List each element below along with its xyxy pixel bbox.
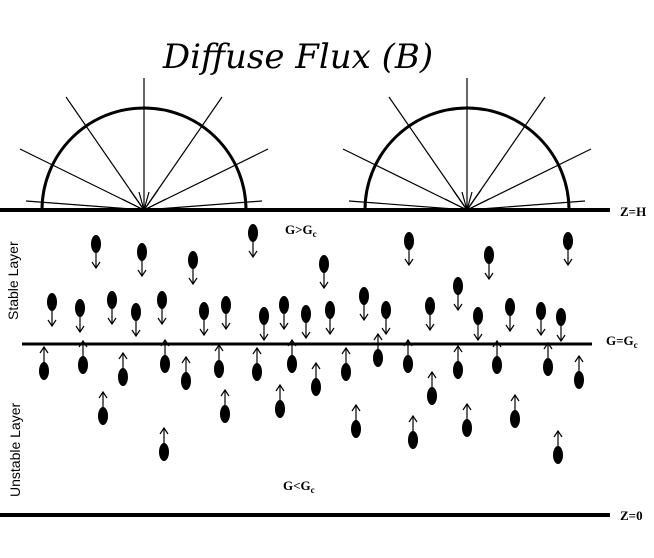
organism-ascending <box>553 429 563 464</box>
organism-descending <box>188 251 198 286</box>
hemisphere-left <box>19 78 269 211</box>
organism-descending <box>131 303 141 338</box>
boundary-label-bottom: Z=0 <box>620 508 643 523</box>
boundary-label-top: Z=H <box>620 204 646 219</box>
lower-condition-label: G<Gc <box>283 478 315 495</box>
organism-descending <box>453 277 463 312</box>
organism-ascending <box>214 343 224 378</box>
organism-descending <box>404 232 414 267</box>
organism-ascending <box>311 361 321 396</box>
organism-descending <box>505 298 515 333</box>
organism-descending <box>381 301 391 336</box>
organism-descending <box>319 255 329 290</box>
organism-ascending <box>118 351 128 386</box>
organism-ascending <box>453 344 463 379</box>
organism-descending <box>199 302 209 337</box>
organism-ascending <box>39 345 49 380</box>
organism-descending <box>248 224 258 259</box>
organism-descending <box>259 307 269 342</box>
organism-ascending <box>492 339 502 374</box>
organism-descending <box>536 302 546 337</box>
organism-ascending <box>220 388 230 423</box>
organism-descending <box>301 305 311 340</box>
organism-descending <box>563 232 573 267</box>
organism-ascending <box>78 339 88 374</box>
organism-descending <box>47 293 57 328</box>
organism-descending <box>556 308 566 343</box>
organism-ascending <box>160 338 170 373</box>
organisms-group <box>39 224 584 464</box>
organism-descending <box>484 246 494 281</box>
upper-condition-label: G>Gc <box>285 222 317 239</box>
organism-ascending <box>427 370 437 405</box>
organism-ascending <box>373 332 383 367</box>
boundary-label-critical: G=Gc <box>606 333 638 350</box>
stable-layer-label: Stable Layer <box>5 241 21 320</box>
diagram-title: Diffuse Flux (B) <box>162 37 433 77</box>
organism-ascending <box>574 354 584 389</box>
organism-ascending <box>408 414 418 449</box>
organism-ascending <box>181 355 191 390</box>
organism-descending <box>157 291 167 326</box>
organism-ascending <box>403 338 413 373</box>
organism-descending <box>425 297 435 332</box>
hemisphere-right <box>342 78 592 211</box>
organism-ascending <box>351 403 361 438</box>
organism-ascending <box>252 346 262 381</box>
unstable-layer-label: Unstable Layer <box>7 402 23 497</box>
organism-descending <box>137 243 147 278</box>
organism-descending <box>325 301 335 336</box>
organism-descending <box>221 296 231 331</box>
organism-descending <box>359 287 369 322</box>
organism-descending <box>279 296 289 331</box>
organism-ascending <box>510 393 520 428</box>
organism-ascending <box>341 346 351 381</box>
organism-ascending <box>543 341 553 376</box>
organism-ascending <box>98 390 108 425</box>
organism-ascending <box>462 402 472 437</box>
organism-ascending <box>275 383 285 418</box>
organism-descending <box>91 235 101 270</box>
organism-ascending <box>287 338 297 373</box>
organism-descending <box>75 299 85 334</box>
organism-descending <box>473 307 483 342</box>
organism-descending <box>107 291 117 326</box>
organism-ascending <box>159 426 169 461</box>
